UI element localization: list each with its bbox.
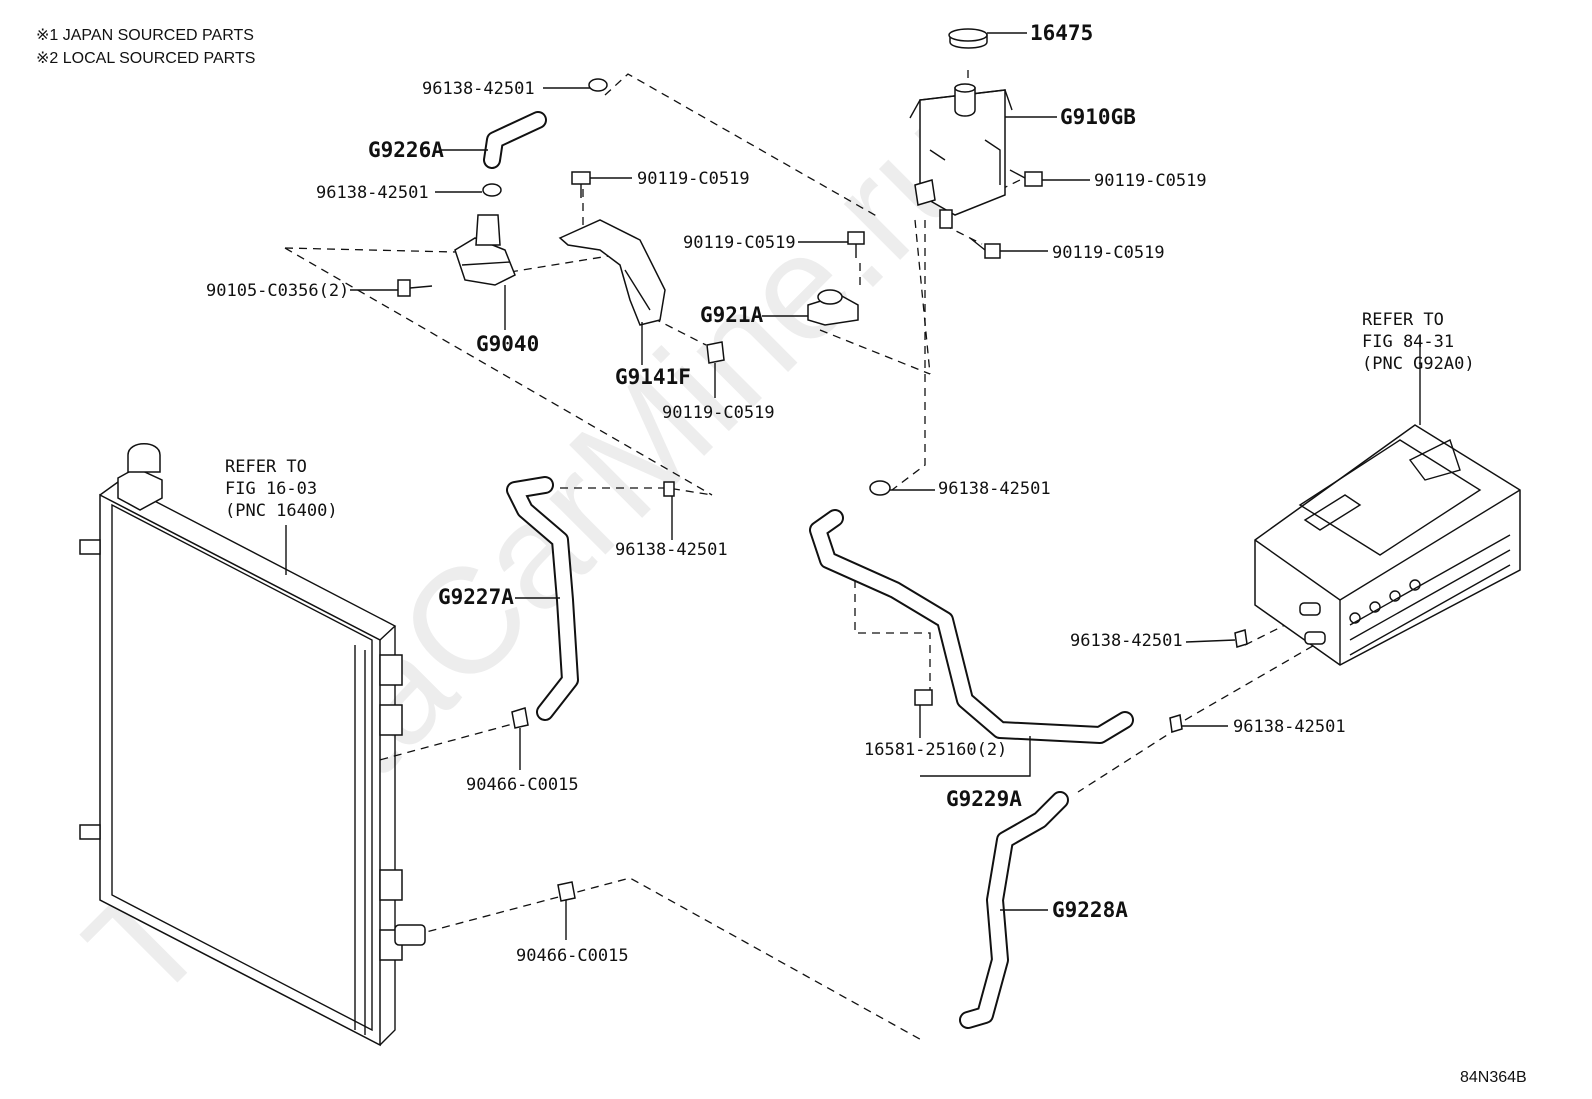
label-g910gb[interactable]: G910GB [1060, 105, 1136, 129]
label-bolt-bracket-top[interactable]: 90119-C0519 [637, 169, 750, 189]
radiator-assembly [79, 443, 426, 1047]
reservoir-cap [948, 28, 988, 49]
figure-code: 84N364B [1460, 1069, 1527, 1086]
label-g9227a[interactable]: G9227A [438, 585, 514, 609]
label-g921a[interactable]: G921A [700, 303, 764, 327]
hoses [483, 111, 1134, 1029]
label-bolt-pump[interactable]: 90105-C0356(2) [206, 281, 349, 301]
label-clamp-g9226a-lower[interactable]: 96138-42501 [316, 183, 429, 203]
bracket-g921a [807, 289, 859, 326]
label-clip-radiator-upper[interactable]: 90466-C0015 [466, 775, 579, 795]
inverter-assembly [1254, 340, 1521, 666]
leader-lines [350, 32, 1236, 940]
radiator-ref-line2: FIG 16-03 [225, 479, 317, 499]
label-clamp-center[interactable]: 96138-42501 [938, 479, 1051, 499]
note-local-sourced: ※2 LOCAL SOURCED PARTS [36, 50, 255, 67]
label-g9040[interactable]: G9040 [476, 332, 539, 356]
label-clamp-mid[interactable]: 96138-42501 [615, 540, 728, 560]
bolts [397, 169, 1043, 364]
label-clip-radiator-lower[interactable]: 90466-C0015 [516, 946, 629, 966]
clamps [482, 78, 1248, 902]
note-japan-sourced: ※1 JAPAN SOURCED PARTS [36, 27, 254, 44]
inverter-ref-line3: (PNC G92A0) [1362, 354, 1475, 374]
label-bolt-reservoir-upper[interactable]: 90119-C0519 [1094, 171, 1207, 191]
radiator-ref-line3: (PNC 16400) [225, 501, 338, 521]
label-bolt-g921a[interactable]: 90119-C0519 [683, 233, 796, 253]
label-g9141f[interactable]: G9141F [615, 365, 691, 389]
label-g9228a[interactable]: G9228A [1052, 898, 1128, 922]
label-bolt-bracket-bottom[interactable]: 90119-C0519 [662, 403, 775, 423]
label-clamp-top[interactable]: 96138-42501 [422, 79, 535, 99]
bracket-g9141f [558, 219, 666, 326]
label-clamp-inverter-lower[interactable]: 96138-42501 [1233, 717, 1346, 737]
label-bolt-reservoir-lower[interactable]: 90119-C0519 [1052, 243, 1165, 263]
inverter-ref-line2: FIG 84-31 [1362, 332, 1454, 352]
radiator-ref-line1: REFER TO [225, 457, 307, 477]
label-g9229a[interactable]: G9229A [946, 787, 1022, 811]
label-clip-hose-g9229a[interactable]: 16581-25160(2) [864, 740, 1007, 760]
label-clamp-inverter-upper[interactable]: 96138-42501 [1070, 631, 1183, 651]
water-pump [454, 214, 516, 286]
inverter-ref-line1: REFER TO [1362, 310, 1444, 330]
label-16475[interactable]: 16475 [1030, 21, 1093, 45]
label-g9226a[interactable]: G9226A [368, 138, 444, 162]
reservoir-tank [909, 83, 1013, 229]
